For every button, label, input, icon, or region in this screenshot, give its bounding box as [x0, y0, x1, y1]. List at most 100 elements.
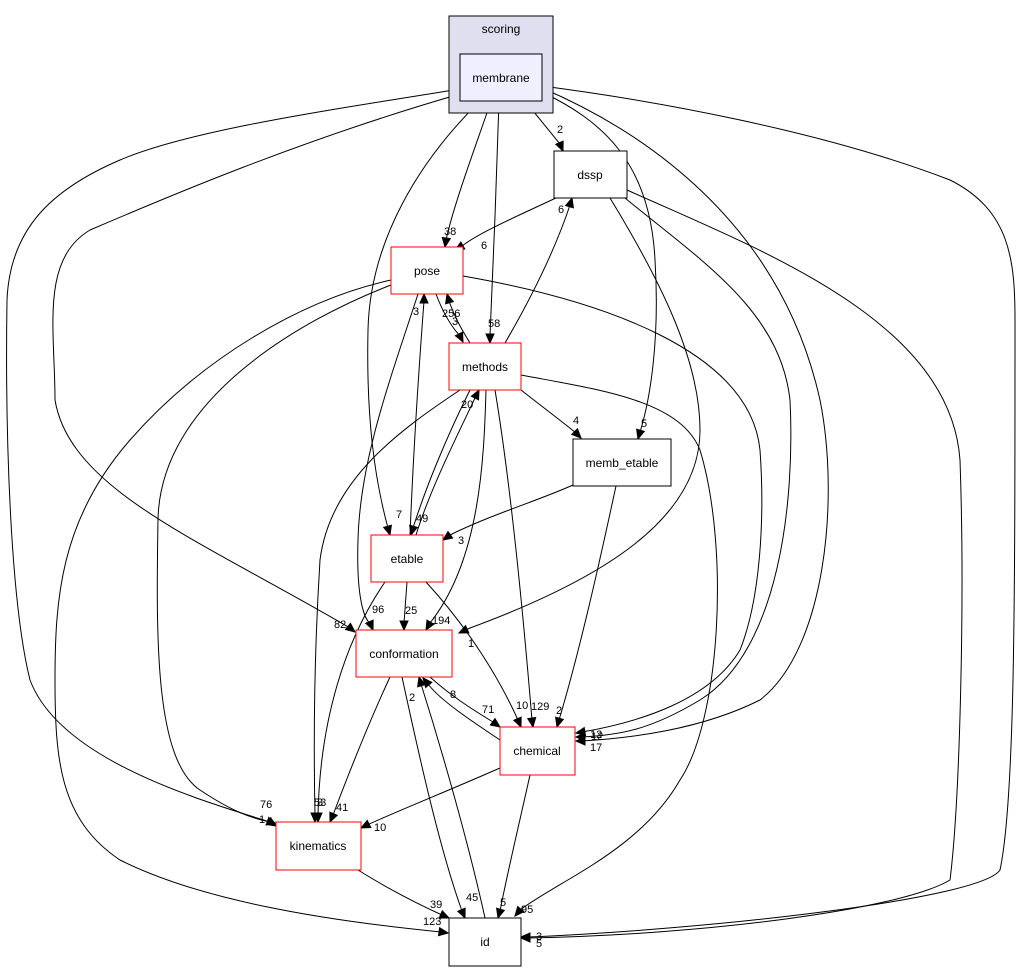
edge-etable-to-conformation-arrowhead [399, 620, 409, 632]
edge-etable-to-methods-arrowhead [470, 388, 480, 401]
edge-etable-to-kinematics-arrowhead [313, 812, 323, 824]
edge-methods-to-conformation-arrowhead [425, 619, 435, 632]
node-kinematics-label: kinematics [290, 839, 347, 853]
edge-etable-to-kinematics [317, 581, 386, 822]
node-pose-label: pose [414, 264, 440, 278]
node-id-box [448, 917, 522, 967]
node-membrane-label: membrane [472, 71, 530, 85]
edge-memb-etable-to-etable [442, 484, 574, 541]
node-memb-etable[interactable]: memb_etable [572, 438, 672, 487]
node-id[interactable]: id [448, 917, 522, 967]
edge-etable-to-pose-arrowhead [419, 292, 429, 304]
edge-methods-to-chemical-arrowhead [526, 716, 537, 729]
node-pose[interactable]: pose [390, 246, 464, 295]
node-dssp-label: dssp [577, 168, 603, 182]
edge-conformation-to-chemical [429, 676, 501, 728]
node-methods[interactable]: methods [448, 342, 522, 391]
edge-id-to-conformation [418, 676, 486, 919]
edge-conformation-to-chemical-label: 71 [482, 704, 494, 716]
edge-methods-to-etable [410, 389, 471, 536]
edge-membrane-to-etable-arrowhead [382, 524, 392, 537]
edge-id-to-conformation-arrowhead [417, 675, 427, 688]
edge-memb-etable-to-etable-label: 3 [458, 535, 464, 547]
edge-etable-to-pose [409, 294, 425, 536]
node-id-label: id [480, 935, 489, 949]
edge-membrane-to-conformation [52, 93, 461, 633]
edge-dssp-to-conformation [458, 197, 701, 634]
edge-labels-layer: 2385857821713611252569612761236344919412… [259, 124, 647, 950]
edges-layer [6, 85, 1016, 943]
edge-chemical-to-kinematics-arrowhead [359, 819, 372, 829]
edge-membrane-to-methods-arrowhead [485, 333, 495, 345]
edge-membrane-to-etable [367, 100, 481, 536]
node-conformation[interactable]: conformation [355, 629, 453, 678]
edge-conformation-to-id [401, 676, 466, 919]
node-methods-box [448, 342, 522, 391]
edge-membrane-to-conformation-arrowhead [344, 622, 356, 633]
edge-kinematics-to-id-arrowhead [438, 909, 451, 919]
edge-pose-to-chemical-label: 12 [590, 729, 602, 741]
edge-methods-to-conformation-label: 194 [432, 615, 450, 627]
edge-methods-to-id-arrowhead [514, 905, 525, 917]
edge-chemical-to-id-arrowhead [496, 907, 506, 920]
edge-membrane-to-pose [444, 100, 492, 248]
edge-methods-to-pose-arrowhead [445, 292, 455, 305]
edge-dssp-to-id-arrowhead [519, 933, 531, 943]
edge-membrane-to-methods-label: 58 [488, 318, 500, 330]
edge-memb-etable-to-chemical-label: 2 [556, 705, 562, 717]
edge-membrane-to-kinematics [6, 88, 461, 827]
edge-chemical-to-kinematics [360, 767, 501, 829]
node-etable[interactable]: etable [370, 534, 444, 583]
node-conformation-box [355, 629, 453, 678]
edge-conformation-to-kinematics-arrowhead [329, 811, 339, 824]
node-dssp[interactable]: dssp [553, 150, 628, 199]
edge-chemical-to-id-label: 5 [500, 897, 506, 909]
edge-etable-to-chemical [425, 581, 522, 728]
edge-etable-to-chemical-label: 10 [516, 700, 528, 712]
edge-kinematics-to-id-label: 39 [430, 899, 442, 911]
node-pose-box [390, 246, 464, 295]
edge-membrane-to-memb-etable-label: 5 [641, 418, 647, 430]
node-dssp-box [553, 150, 628, 199]
edge-pose-to-conformation-arrowhead [364, 619, 374, 632]
edge-membrane-to-pose-label: 38 [444, 226, 456, 238]
edge-memb-etable-to-chemical-arrowhead [555, 716, 565, 729]
edge-conformation-to-kinematics-label: 41 [336, 802, 348, 814]
edge-id-to-conformation-label: 2 [409, 692, 415, 704]
node-chemical-label: chemical [513, 744, 560, 758]
edge-membrane-to-etable-label: 7 [396, 509, 402, 521]
edge-membrane-to-dssp-arrowhead [554, 140, 564, 153]
node-methods-label: methods [462, 360, 508, 374]
edge-etable-to-methods-label: 20 [461, 399, 473, 411]
edge-etable-to-pose-label: 3 [413, 306, 419, 318]
node-kinematics[interactable]: kinematics [275, 821, 362, 871]
edge-membrane-to-memb-etable [541, 91, 657, 440]
edge-methods-to-memb-etable [520, 389, 582, 439]
edge-methods-to-conformation [425, 389, 487, 631]
node-chemical[interactable]: chemical [499, 726, 576, 776]
edge-dssp-to-id-label: 5 [536, 938, 542, 950]
edge-pose-to-id-label: 123 [423, 916, 441, 928]
edge-dssp-to-pose-label: 6 [481, 240, 487, 252]
edge-pose-to-kinematics-label: 76 [260, 799, 272, 811]
node-memb-etable-label: memb_etable [586, 456, 659, 470]
edge-methods-to-dssp-arrowhead [564, 196, 574, 209]
edge-conformation-to-id-label: 45 [466, 892, 478, 904]
edge-methods-to-memb-etable-label: 4 [573, 415, 579, 427]
edge-membrane-to-id [521, 85, 1016, 938]
edge-dssp-to-conformation-label: 1 [468, 638, 474, 650]
edge-pose-to-methods-label: 256 [442, 308, 460, 320]
cluster-scoring-label: scoring [482, 22, 521, 36]
edge-methods-to-id-label: 95 [521, 904, 533, 916]
edge-pose-to-kinematics [156, 284, 392, 825]
edge-methods-to-pose-label: 3 [452, 316, 458, 328]
node-membrane[interactable]: membrane [459, 53, 543, 102]
edge-pose-to-chemical [462, 275, 763, 734]
edge-etable-to-chemical-arrowhead [512, 716, 522, 729]
edge-pose-to-kinematics-arrowhead [265, 816, 278, 826]
node-etable-label: etable [391, 552, 424, 566]
edge-pose-to-id [54, 279, 449, 934]
edge-membrane-to-kinematics-label: 1 [259, 814, 265, 826]
edge-conformation-to-kinematics [329, 676, 391, 823]
edge-methods-to-dssp [504, 197, 573, 344]
